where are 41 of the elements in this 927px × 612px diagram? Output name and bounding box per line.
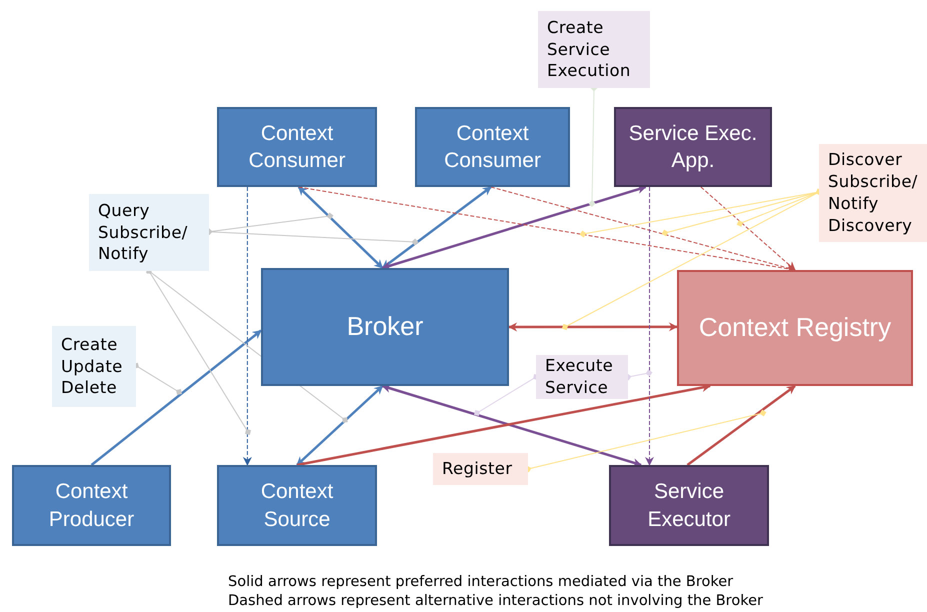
arrow xyxy=(508,322,678,332)
process-box xyxy=(609,465,769,546)
callout-box xyxy=(52,326,136,407)
callout-label: Create Service Execution xyxy=(547,16,632,82)
process-box xyxy=(261,268,509,386)
note-text: Solid arrows represent preferred interactions mediated via the Broker xyxy=(228,574,734,590)
dashed-arrow xyxy=(700,186,796,271)
arrow xyxy=(382,185,646,270)
node-label: Context Consumer xyxy=(443,120,542,174)
callout-box xyxy=(433,453,528,485)
dashed-arrow xyxy=(644,186,654,466)
node-label: Context Source xyxy=(260,479,334,532)
node-label: Service Executor xyxy=(646,479,732,532)
node-label: Context Producer xyxy=(48,479,136,532)
arrow xyxy=(90,330,262,466)
process-box xyxy=(12,465,171,546)
arrow xyxy=(686,385,796,466)
callout-label: Query Subscribe/ Notify xyxy=(98,200,189,266)
node-label: Context Consumer xyxy=(248,120,346,174)
note-text: Dashed arrows represent alternative interactions not involving the Broker xyxy=(228,593,763,609)
callout-box xyxy=(538,11,650,88)
process-box xyxy=(614,107,772,187)
arrow xyxy=(298,186,384,269)
process-box xyxy=(415,107,570,187)
callout-box xyxy=(89,194,209,271)
callout-box xyxy=(536,355,628,399)
process-box xyxy=(677,270,913,386)
callout-label: Register xyxy=(442,458,512,480)
process-box xyxy=(217,107,377,187)
callout-label: Discover Subscribe/ Notify Discovery xyxy=(828,149,918,237)
arrow xyxy=(382,186,492,269)
callout-label: Execute Service xyxy=(545,355,614,399)
process-box xyxy=(217,465,377,546)
arrow xyxy=(296,385,384,466)
callout-box xyxy=(819,144,927,242)
arrow xyxy=(382,384,642,467)
callout-label: Create Update Delete xyxy=(61,334,124,400)
dashed-arrow xyxy=(242,186,252,466)
node-label: Broker xyxy=(346,310,424,344)
node-label: Context Registry xyxy=(698,311,892,344)
node-label: Service Exec. App. xyxy=(628,120,758,174)
